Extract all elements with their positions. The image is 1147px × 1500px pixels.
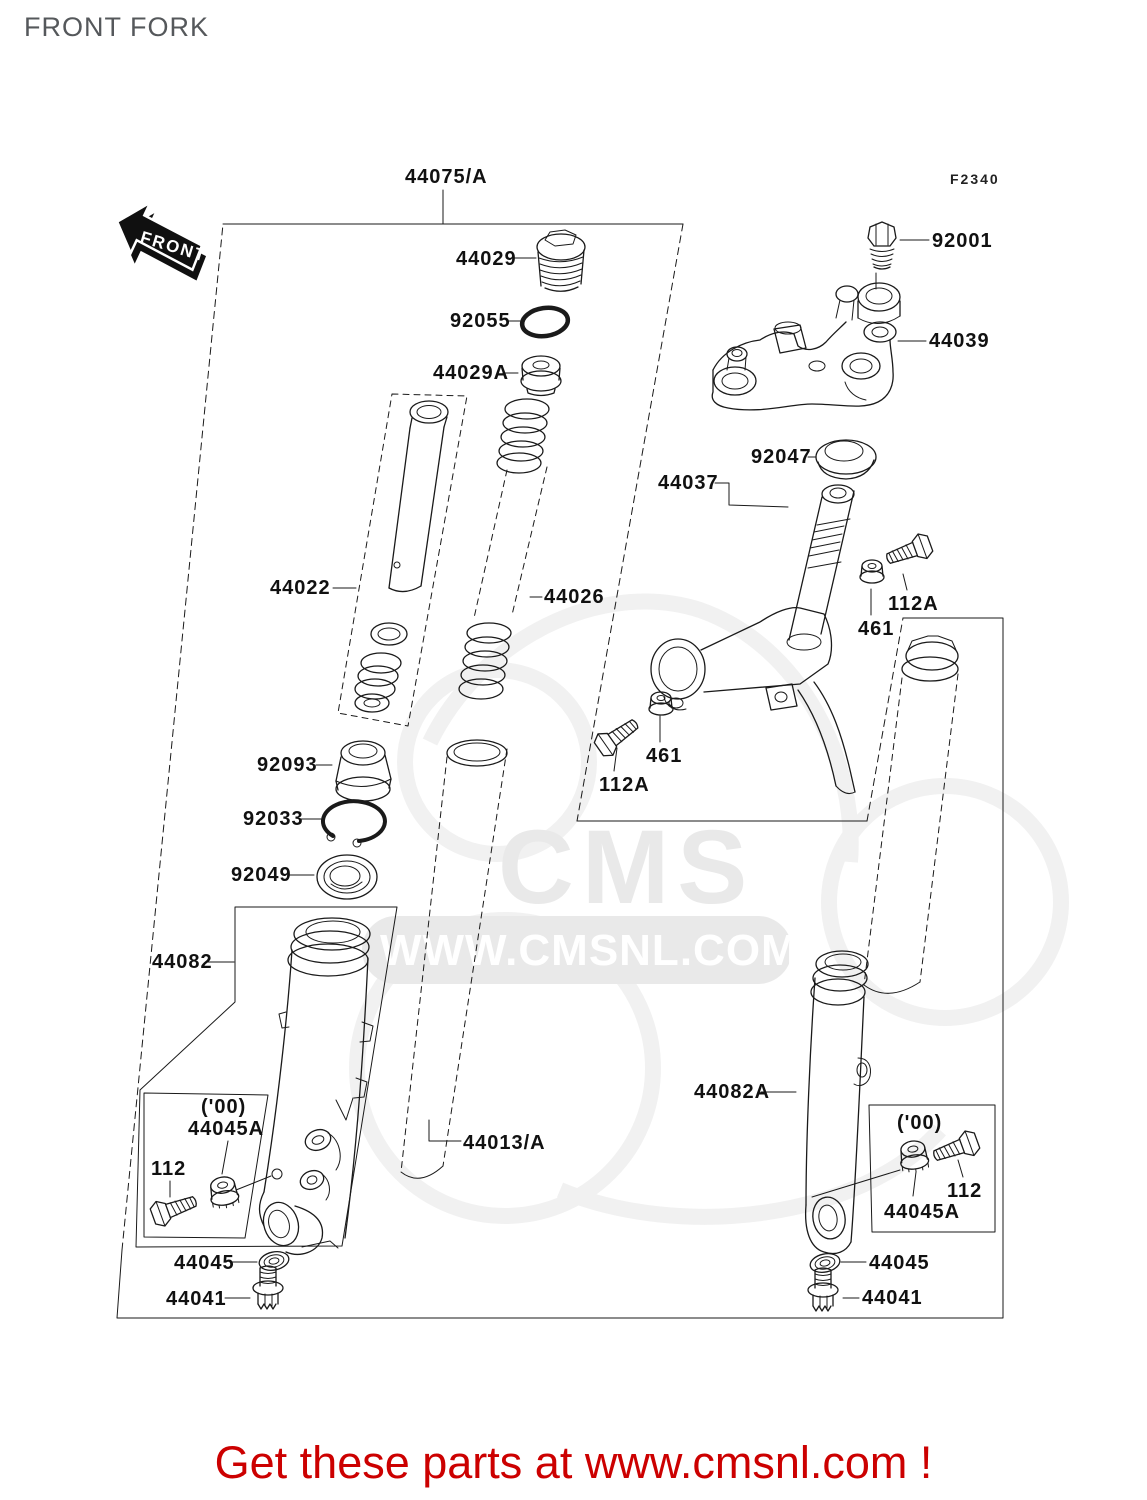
ref-head-pipe-bolt: 92001 <box>932 230 993 252</box>
ref-bolt-112a-left: 112A <box>599 774 650 796</box>
gasket-44045-right <box>807 1250 843 1276</box>
inner-tube-right-drawing <box>863 635 959 994</box>
cms-watermark: CMS WWW.CMSNL.COM <box>349 593 1069 1225</box>
ref-oil-seal: 92049 <box>231 864 292 886</box>
dust-cover-drawing <box>335 740 392 802</box>
ref-retaining-ring: 92033 <box>243 808 304 830</box>
fiche-code: F2340 <box>950 171 1000 187</box>
ref-dust-cover: 92093 <box>257 754 318 776</box>
ref-nut-461-right: 461 <box>858 618 894 640</box>
locknut-44045a-left <box>206 1174 242 1211</box>
ref-drain-bolt-left: 44041 <box>166 1288 227 1310</box>
ref-fork-spring: 44026 <box>544 586 605 608</box>
stem-seal-drawing <box>815 439 877 480</box>
o-ring-drawing <box>519 305 571 339</box>
nut-461-right <box>859 559 885 584</box>
ref-bolt-112-right: 112 <box>947 1180 982 1202</box>
bolt-112a-left <box>590 711 645 761</box>
ref-gasket-left: 44045 <box>174 1252 235 1274</box>
lower-bracket-drawing <box>650 484 856 794</box>
footer-shop-link[interactable]: Get these parts at www.cmsnl.com ! <box>214 1437 933 1488</box>
oil-seal-drawing <box>316 854 378 900</box>
gasket-44045-left <box>256 1248 292 1274</box>
ref-damper-assy: 44022 <box>270 577 331 599</box>
inner-tube-left-drawing <box>400 739 508 1179</box>
bolt-112-left <box>147 1188 201 1230</box>
ref-cap-spacer: 44029A <box>433 362 509 384</box>
bolt-112a-right <box>882 530 936 572</box>
watermark-band-text: WWW.CMSNL.COM <box>380 926 799 975</box>
ref-nut-461-left: 461 <box>646 745 682 767</box>
fork-spring-drawing <box>458 398 550 700</box>
retaining-ring-drawing <box>321 799 387 848</box>
ref-year-mark-right: ('00) <box>897 1112 942 1134</box>
ref-outer-tube-right: 44082A <box>694 1081 770 1103</box>
outer-tube-left-drawing <box>258 917 374 1255</box>
outer-tube-right-drawing <box>804 950 871 1255</box>
ref-assembly: 44075/A <box>405 166 488 188</box>
cap-spacer-drawing <box>520 355 562 397</box>
watermark-logo-text: CMS <box>498 809 755 926</box>
watermark-band <box>362 916 792 984</box>
ref-o-ring: 92055 <box>450 310 511 332</box>
drain-bolt-44041-left <box>252 1265 284 1310</box>
drain-bolt-44041-right <box>807 1267 839 1312</box>
ref-drain-bolt-right: 44041 <box>862 1287 923 1309</box>
ref-upper-bracket: 44039 <box>929 330 990 352</box>
leader-lines <box>169 189 964 1299</box>
ref-fork-cap-bolt: 44029 <box>456 248 517 270</box>
diagram-outline <box>116 223 1004 1319</box>
ref-locknut-left: 44045A <box>188 1118 264 1140</box>
ref-bolt-112-left: 112 <box>151 1158 186 1180</box>
damper-rod-assembly-drawing <box>354 400 449 713</box>
ref-inner-tube: 44013/A <box>463 1132 546 1154</box>
ref-bolt-112a-right: 112A <box>888 593 939 615</box>
fork-cap-bolt-drawing <box>536 229 586 292</box>
ref-gasket-right: 44045 <box>869 1252 930 1274</box>
ref-year-mark-left: ('00) <box>201 1096 246 1118</box>
ref-lower-bracket: 44037 <box>658 472 719 494</box>
page-title: FRONT FORK <box>24 12 209 42</box>
ref-outer-tube-left: 44082 <box>152 951 213 973</box>
ref-stem-seal: 92047 <box>751 446 812 468</box>
ref-locknut-right: 44045A <box>884 1201 960 1223</box>
sub-assembly-boxes <box>135 393 996 1248</box>
part-labels: 44075/A F2340 44029 92055 44029A 44022 4… <box>151 166 1000 1310</box>
front-direction-arrow: FRONT <box>115 199 209 281</box>
head-pipe-bolt-drawing <box>867 221 897 290</box>
upper-bracket-drawing <box>711 282 901 411</box>
